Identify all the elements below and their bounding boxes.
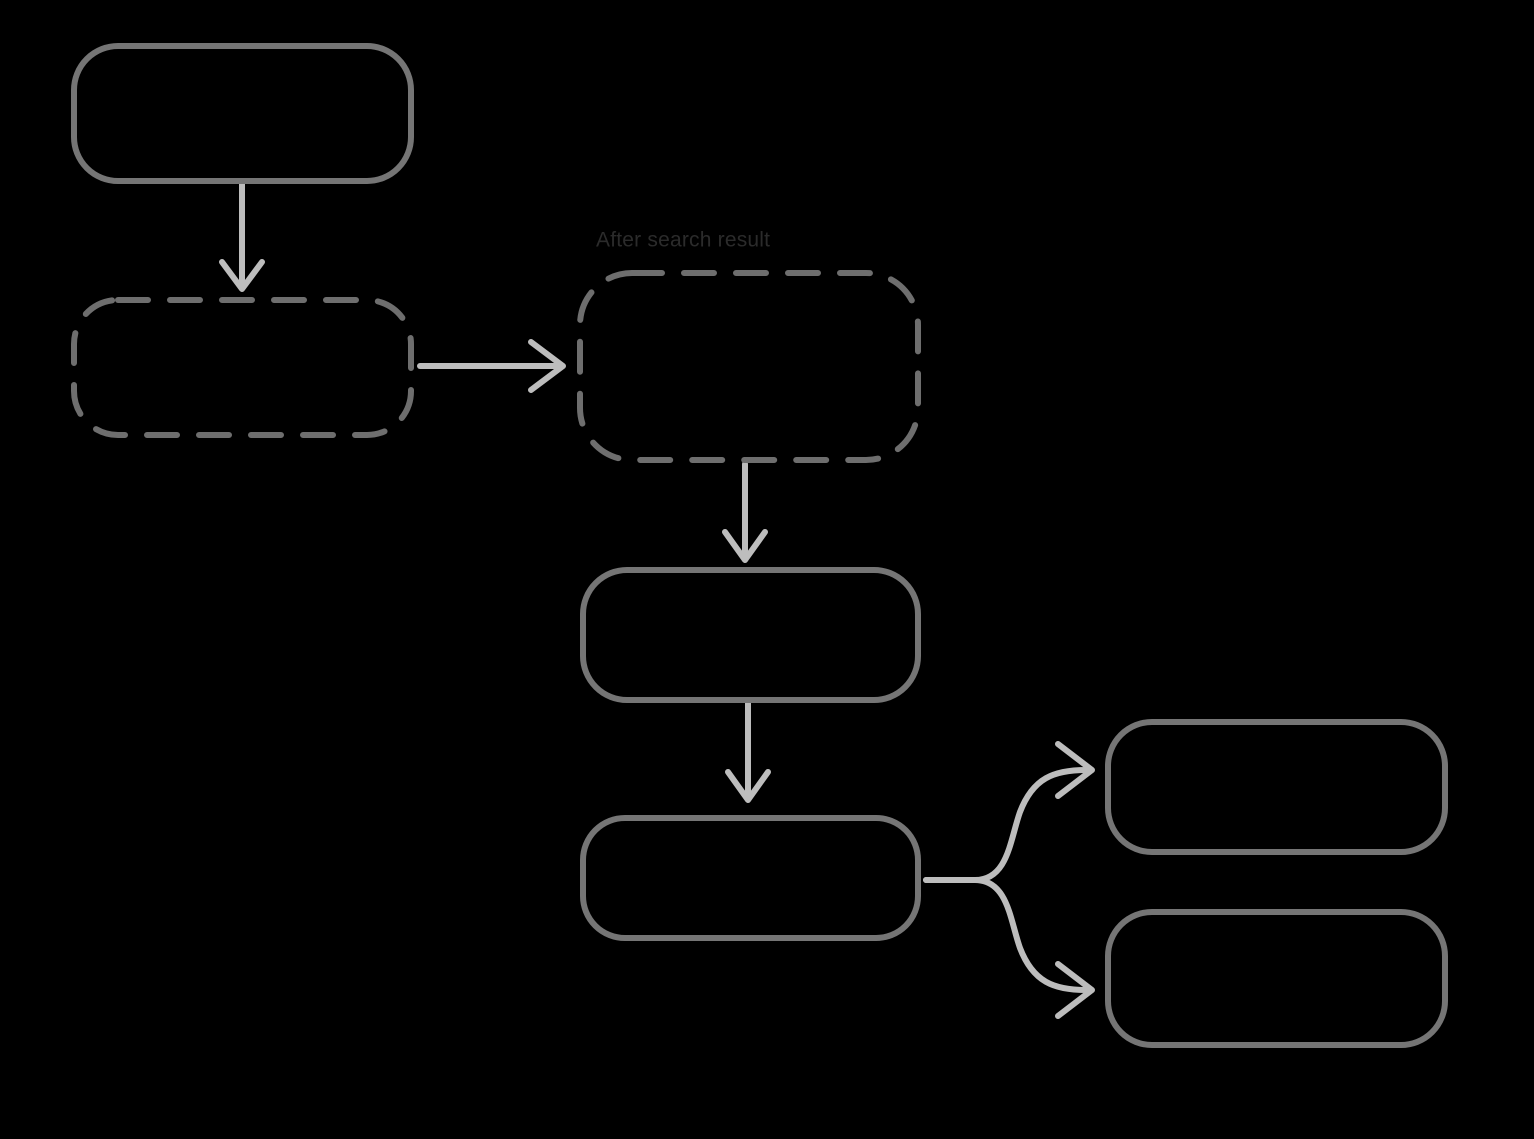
node-7-shape[interactable] [1105, 909, 1448, 1048]
edge-label-after-search-result: After search result [596, 229, 770, 252]
edge-node2-to-node3[interactable] [417, 339, 566, 393]
node-4[interactable] [580, 567, 921, 703]
edge-curve-upper [923, 767, 1089, 883]
arrowhead-right-icon [1055, 961, 1095, 1019]
edge-node5-to-node6[interactable] [923, 741, 1095, 883]
node-1[interactable] [71, 43, 414, 184]
edge-node1-to-node2[interactable] [219, 180, 265, 292]
arrowhead-right-icon [528, 339, 566, 393]
edge-node3-to-node4[interactable] [722, 461, 768, 563]
node-5[interactable] [580, 815, 921, 941]
edges-layer [219, 180, 1095, 1019]
edge-node5-to-node7[interactable] [923, 877, 1095, 1019]
labels-layer: After search result [596, 229, 770, 252]
edge-node4-to-node5[interactable] [725, 700, 771, 803]
edge-curve-lower [923, 877, 1089, 993]
node-6-shape[interactable] [1105, 719, 1448, 855]
node-1-shape[interactable] [71, 43, 414, 184]
node-2[interactable] [71, 297, 414, 438]
node-3[interactable] [577, 270, 921, 463]
node-3-shape[interactable] [577, 270, 921, 463]
nodes-layer [71, 43, 1448, 1048]
node-7[interactable] [1105, 909, 1448, 1048]
arrowhead-down-icon [722, 529, 768, 563]
node-5-shape[interactable] [580, 815, 921, 941]
node-6[interactable] [1105, 719, 1448, 855]
node-4-shape[interactable] [580, 567, 921, 703]
arrowhead-down-icon [219, 259, 265, 292]
node-2-shape[interactable] [71, 297, 414, 438]
arrowhead-down-icon [725, 769, 771, 803]
arrowhead-right-icon [1055, 741, 1095, 799]
